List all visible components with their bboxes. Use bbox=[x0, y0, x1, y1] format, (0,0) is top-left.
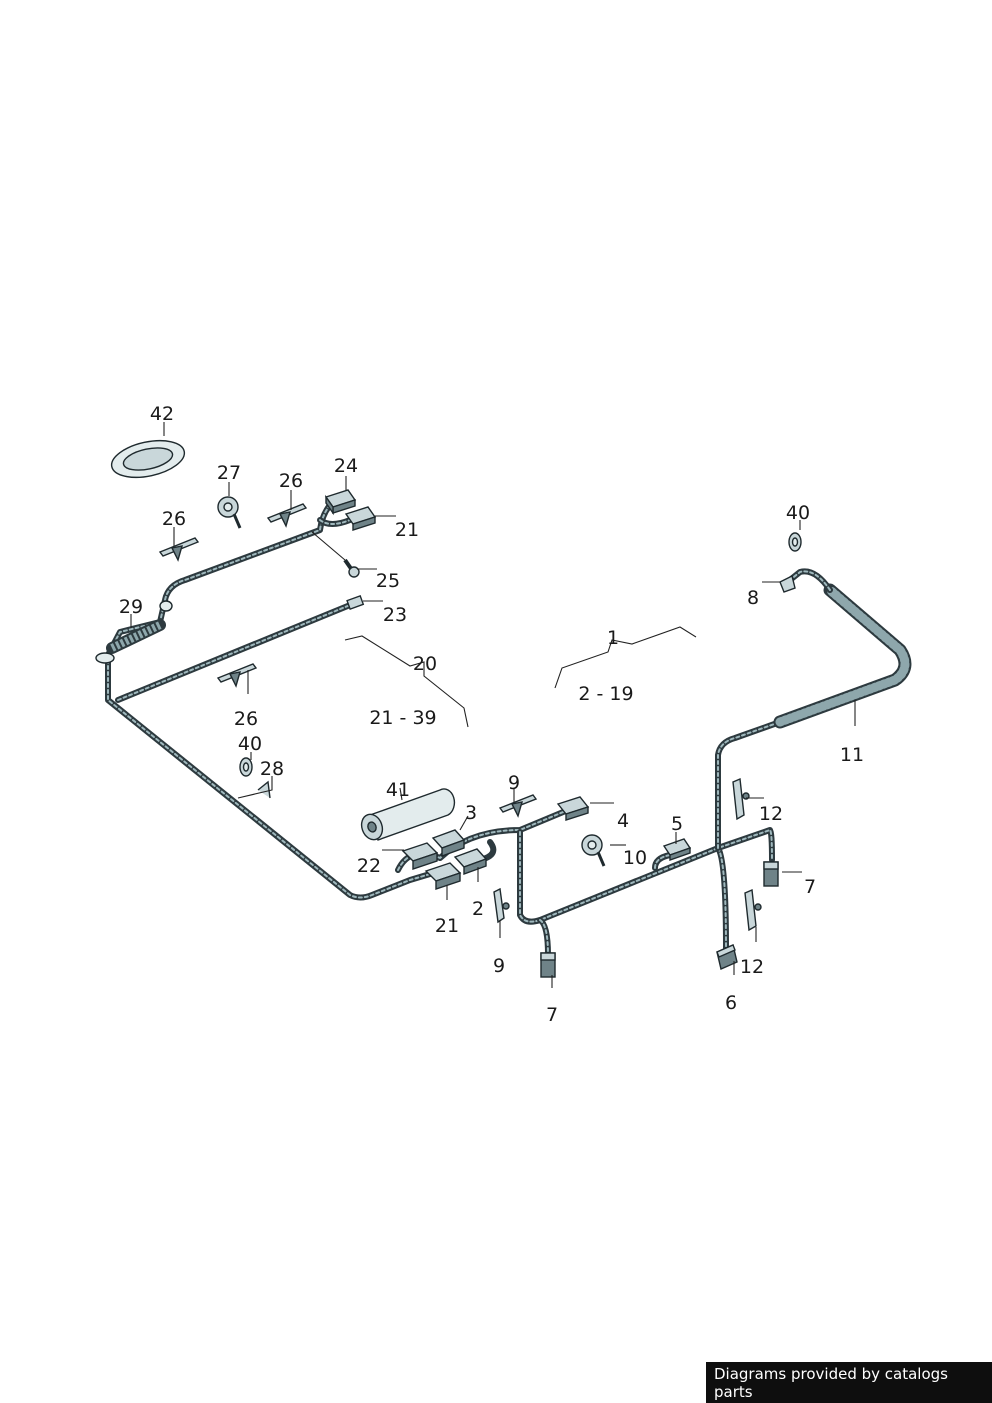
label-24: 24 bbox=[334, 455, 358, 477]
part-40-grommet-b bbox=[239, 757, 253, 777]
part-labels: 42 27 26 24 26 21 25 29 23 20 26 21 - 39… bbox=[119, 403, 864, 1026]
part-4-connector bbox=[556, 796, 590, 821]
label-22: 22 bbox=[357, 855, 381, 877]
label-29: 29 bbox=[119, 596, 143, 618]
label-20: 20 bbox=[413, 653, 437, 675]
label-21: 21 bbox=[395, 519, 419, 541]
label-2: 2 bbox=[472, 898, 484, 920]
part-42-cover bbox=[110, 439, 186, 479]
label-41: 41 bbox=[386, 779, 410, 801]
label-21: 21 bbox=[435, 915, 459, 937]
part-41-tube bbox=[360, 788, 456, 841]
part-27-clip bbox=[217, 496, 242, 529]
part-40-grommet-a bbox=[788, 532, 802, 552]
label-range-2-19: 2 - 19 bbox=[578, 683, 633, 705]
label-8: 8 bbox=[747, 587, 759, 609]
part-24-connector bbox=[324, 489, 357, 516]
part-9-holder-a bbox=[498, 794, 538, 818]
part-8-terminal bbox=[779, 574, 796, 593]
part-5-connector bbox=[662, 838, 692, 861]
part-29-corrugated-sleeve bbox=[95, 600, 173, 664]
label-4: 4 bbox=[617, 810, 629, 832]
label-27: 27 bbox=[217, 462, 241, 484]
part-25-ring-terminal bbox=[343, 558, 360, 578]
part-7-connector-a bbox=[763, 861, 779, 887]
part-28-bracket bbox=[257, 780, 271, 799]
label-26: 26 bbox=[162, 508, 186, 530]
part-6-connector bbox=[716, 944, 738, 970]
attribution-footer: Diagrams provided by catalogs parts bbox=[706, 1362, 992, 1403]
part-10-clip bbox=[581, 834, 606, 867]
label-26: 26 bbox=[279, 470, 303, 492]
part-connector-2 bbox=[453, 848, 488, 875]
label-26: 26 bbox=[234, 708, 258, 730]
label-7: 7 bbox=[804, 876, 816, 898]
label-28: 28 bbox=[260, 758, 284, 780]
label-12: 12 bbox=[740, 956, 764, 978]
part-21-connector-b bbox=[424, 862, 462, 890]
label-5: 5 bbox=[671, 813, 683, 835]
leader-lines bbox=[130, 422, 856, 988]
label-7: 7 bbox=[546, 1004, 558, 1026]
part-12-holder-b bbox=[744, 888, 762, 932]
part-26-holder-b bbox=[266, 503, 308, 528]
part-3-connector bbox=[431, 829, 466, 857]
harness-cables bbox=[105, 502, 912, 958]
label-3: 3 bbox=[465, 802, 477, 824]
label-9: 9 bbox=[493, 955, 505, 977]
part-12-holder-a bbox=[732, 777, 750, 821]
label-10: 10 bbox=[623, 847, 647, 869]
label-23: 23 bbox=[383, 604, 407, 626]
label-40: 40 bbox=[238, 733, 262, 755]
label-9: 9 bbox=[508, 772, 520, 794]
label-12: 12 bbox=[759, 803, 783, 825]
label-11: 11 bbox=[840, 744, 864, 766]
part-23-connector bbox=[346, 594, 365, 610]
part-26-holder-a bbox=[158, 537, 200, 562]
label-25: 25 bbox=[376, 570, 400, 592]
part-21-connector-a bbox=[344, 506, 377, 531]
label-range-21-39: 21 - 39 bbox=[369, 707, 436, 729]
part-7-connector-b bbox=[540, 952, 556, 978]
label-42: 42 bbox=[150, 403, 174, 425]
part-26-holder-c bbox=[216, 663, 258, 688]
label-40: 40 bbox=[786, 502, 810, 524]
label-1: 1 bbox=[607, 627, 619, 649]
label-6: 6 bbox=[725, 992, 737, 1014]
part-22-connector bbox=[401, 842, 439, 870]
part-2-holder bbox=[493, 887, 510, 924]
